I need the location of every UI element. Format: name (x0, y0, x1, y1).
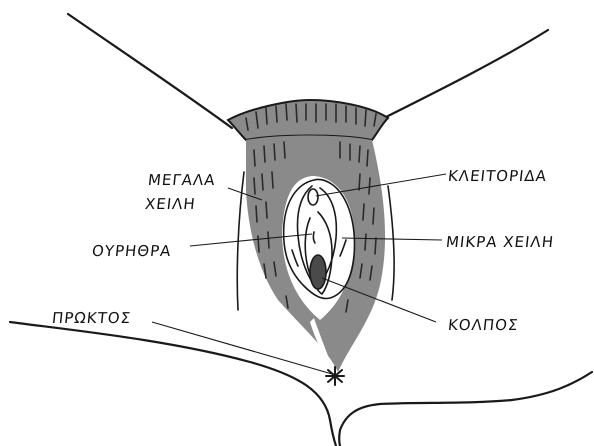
anus-marker (326, 367, 344, 385)
pubic-mound (228, 100, 388, 140)
right-buttock-outline (339, 372, 592, 446)
leader-anus (152, 322, 332, 374)
right-thigh-outline (384, 30, 548, 118)
label-anus: ΠΡΩΚΤΟΣ (51, 308, 132, 328)
right-groin-line (388, 186, 394, 300)
label-vagina: ΚΟΛΠΟΣ (447, 315, 520, 335)
label-labia-minora: ΜΙΚΡΑ ΧΕΙΛΗ (445, 232, 555, 252)
label-clitoris: ΚΛΕΙΤΟΡΙΔΑ (447, 166, 548, 186)
clitoris-glans (308, 189, 318, 205)
label-labia-majora-line1: ΜΕΓΑΛΑ (147, 170, 217, 190)
label-labia-majora-line2: ΧΕΙΛΗ (144, 194, 197, 214)
left-buttock-outline (10, 322, 336, 446)
left-thigh-outline (68, 14, 232, 128)
vaginal-opening (310, 255, 326, 289)
label-urethra: ΟΥΡΗΘΡΑ (91, 241, 173, 261)
